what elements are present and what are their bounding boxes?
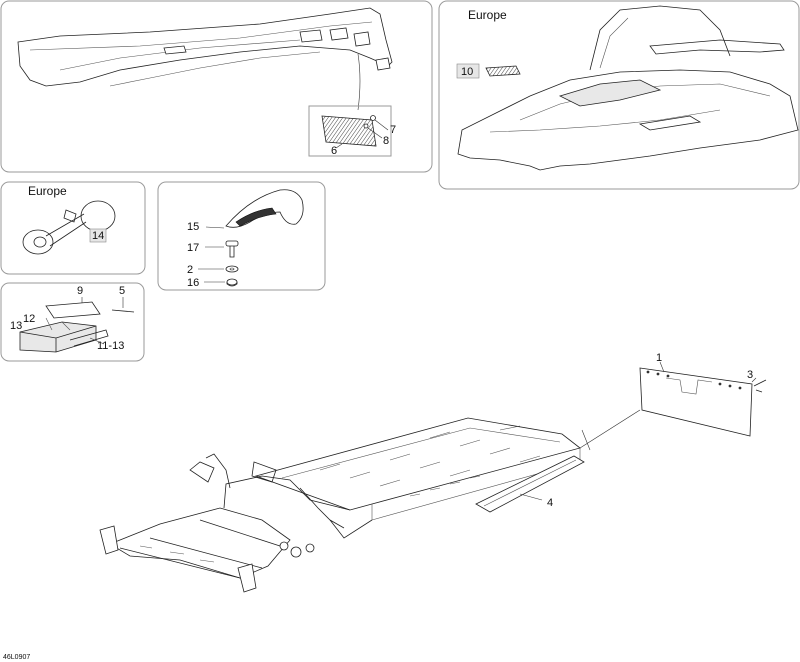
inset-frame	[0, 181, 146, 275]
callout-10: 10	[461, 66, 473, 78]
callout-3: 3	[747, 369, 753, 381]
callout-14: 14	[92, 230, 104, 242]
decal-10	[485, 65, 521, 77]
callout-4: 4	[547, 497, 553, 509]
inset-europe-horn: Europe 14	[0, 181, 146, 275]
callout-17: 17	[187, 242, 199, 254]
part-9	[45, 301, 101, 319]
callout-2: 2	[187, 264, 193, 276]
callout-13: 13	[10, 320, 22, 332]
right-spindle	[237, 563, 257, 593]
horn-bell	[80, 200, 116, 232]
callout-1: 1	[656, 352, 662, 364]
tunnel	[254, 417, 581, 511]
inset-reflector: 7 8 6	[0, 0, 433, 173]
inset-title-europe: Europe	[468, 8, 507, 22]
reflector-detail-frame	[308, 105, 392, 157]
inset-hardware: 15 17 2 16	[157, 181, 326, 291]
drawing-code: 46L0907	[3, 654, 30, 661]
front-frame	[109, 507, 291, 579]
callout-7: 7	[390, 124, 396, 136]
callout-15: 15	[187, 221, 199, 233]
snow-flap	[639, 367, 753, 437]
inset-frame	[438, 0, 800, 190]
inset-storage-bag: 9 5 12 13 11-13	[0, 282, 145, 362]
callout-14-box	[89, 228, 107, 243]
callout-16: 16	[187, 277, 199, 289]
screw-7	[370, 115, 376, 121]
inset-frame	[0, 282, 145, 362]
inset-frame	[0, 0, 433, 173]
callout-8: 8	[383, 135, 389, 147]
inset-europe-decal: Europe 10	[438, 0, 800, 190]
callout-9: 9	[77, 285, 83, 297]
left-spindle	[99, 525, 119, 555]
nut-16	[226, 278, 238, 286]
callout-6: 6	[331, 145, 337, 157]
callout-12: 12	[23, 313, 35, 325]
callout-11-13: 11-13	[97, 340, 124, 352]
callout-10-box	[456, 63, 480, 79]
main-assembly: 1 3 4	[99, 352, 767, 593]
screw-17	[225, 240, 239, 247]
callout-5: 5	[119, 285, 125, 297]
side-protector	[475, 455, 585, 513]
inset-frame	[157, 181, 326, 291]
nut-8	[363, 123, 369, 129]
reflector	[321, 115, 377, 147]
inset-title-europe-horn: Europe	[28, 184, 67, 198]
